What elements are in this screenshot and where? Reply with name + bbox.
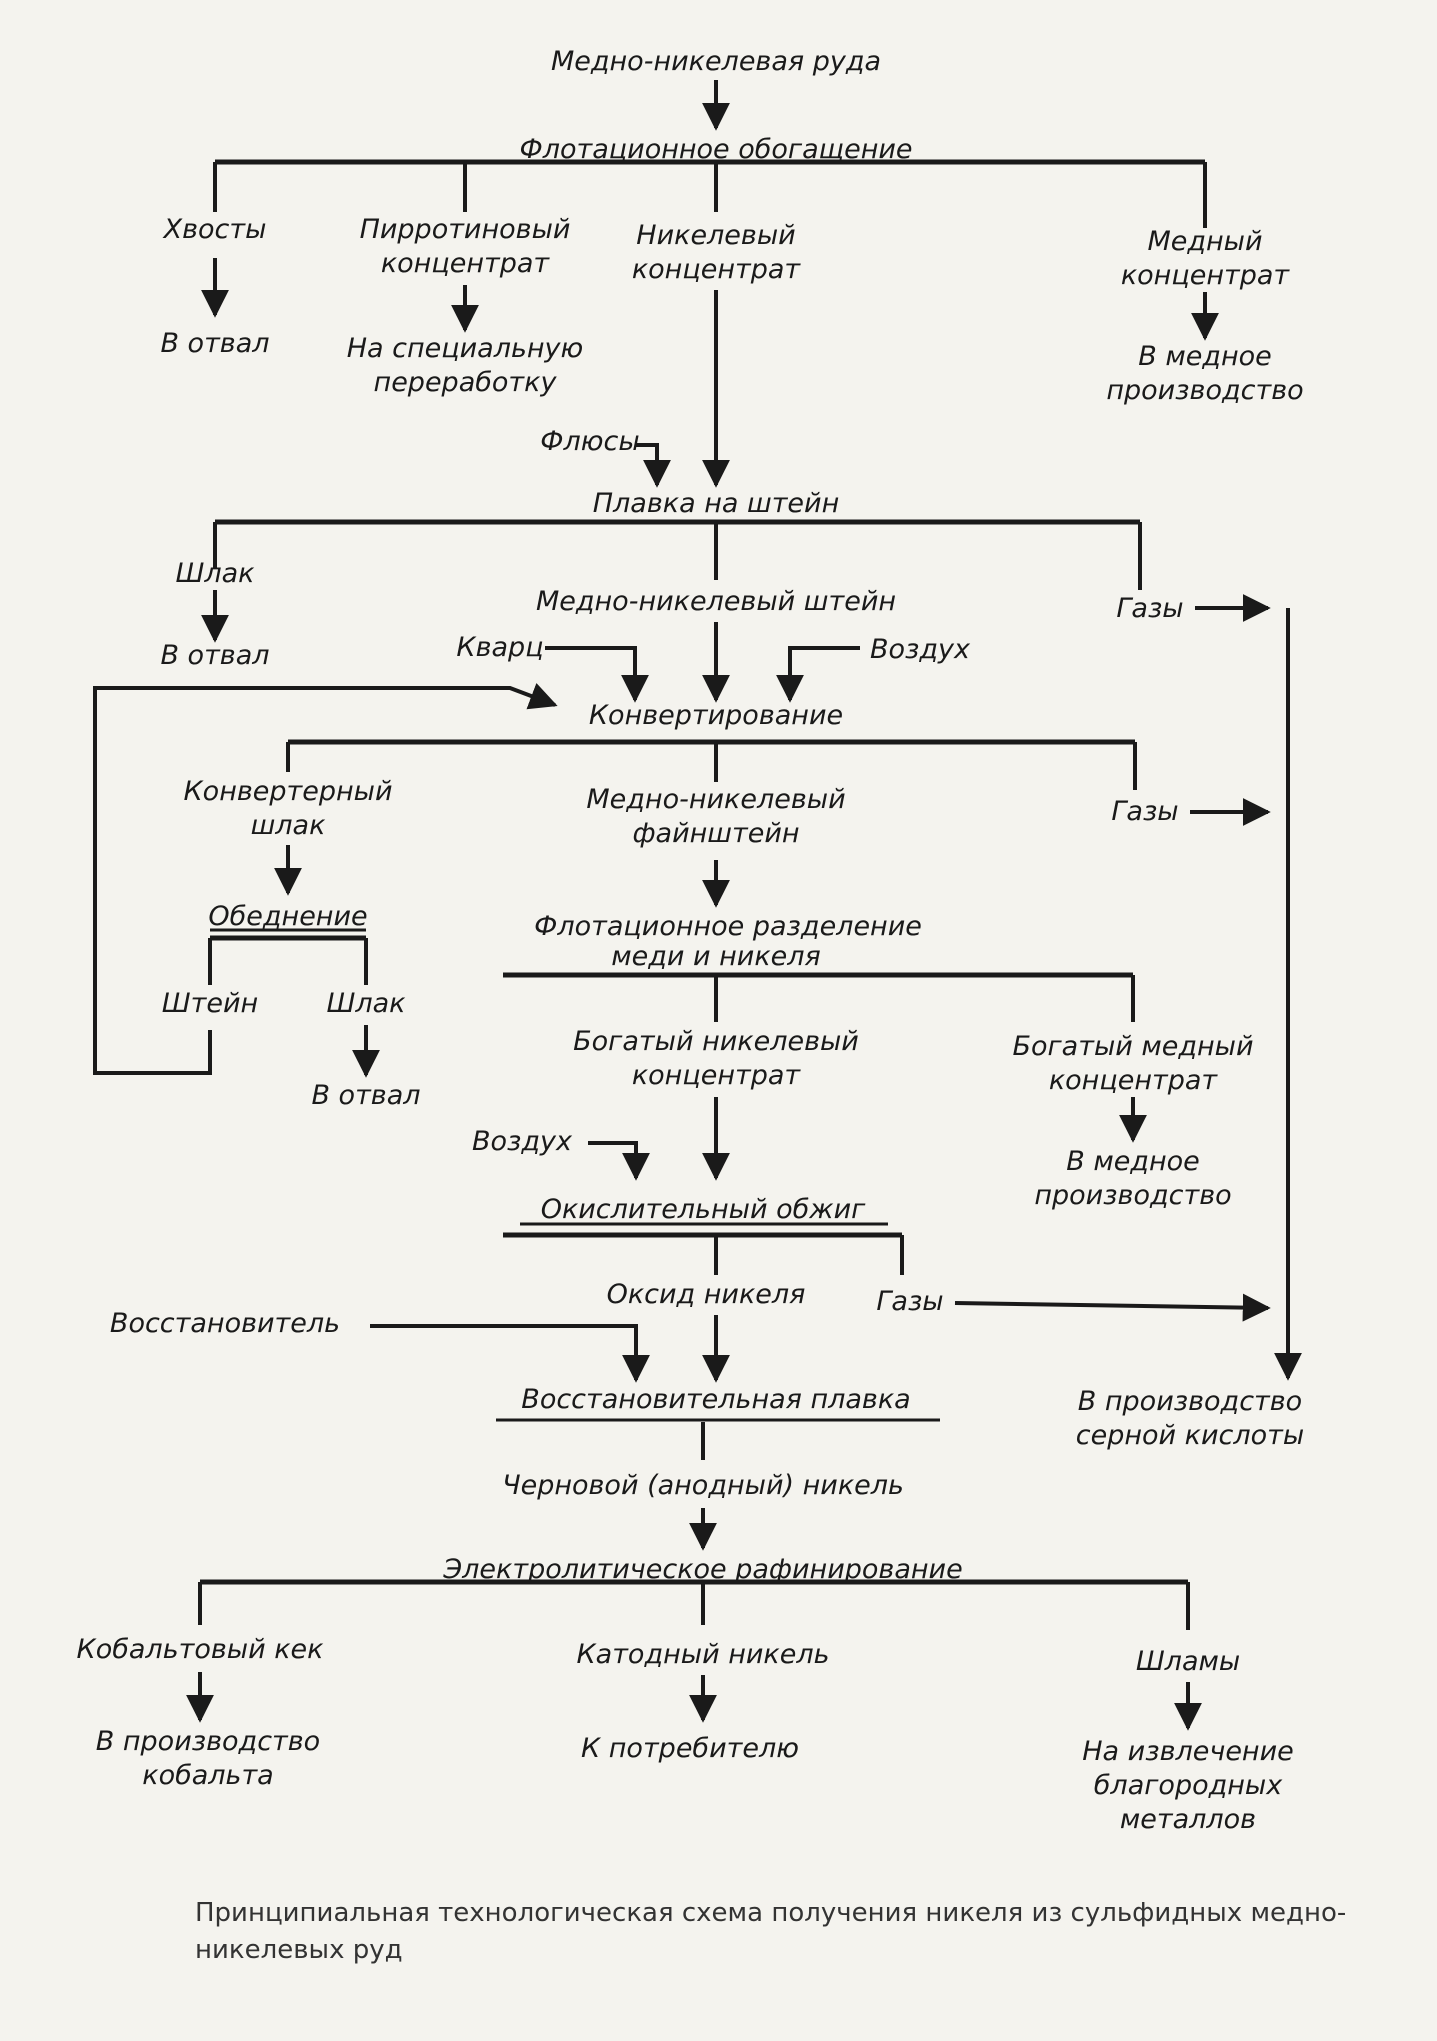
node-cobalt-prod-1: В производство: [96, 1726, 320, 1757]
node-fine-matte-1: Медно-никелевый: [586, 784, 845, 815]
node-copper-conc-2: концентрат: [1121, 260, 1291, 291]
node-oxidizing-roast: Окислительный обжиг: [541, 1194, 866, 1225]
node-quartz: Кварц: [456, 632, 543, 663]
node-separation-1: Флотационное разделение: [534, 911, 922, 942]
node-copper-prod-1a: В медное: [1138, 341, 1272, 372]
node-copper-conc-1: Медный: [1147, 226, 1262, 257]
node-rich-cu-2: концентрат: [1049, 1065, 1219, 1096]
node-fine-matte-2: файнштейн: [632, 818, 799, 849]
node-reduction-smelting: Восстановительная плавка: [521, 1384, 910, 1415]
node-gases-1: Газы: [1116, 593, 1183, 624]
node-depletion: Обеднение: [208, 901, 367, 932]
node-rich-ni-2: концентрат: [632, 1060, 802, 1091]
connectors: [93, 80, 1302, 1731]
node-air-2: Воздух: [472, 1126, 573, 1157]
node-fluxes: Флюсы: [540, 426, 639, 457]
node-sulfuric-acid-2: серной кислоты: [1076, 1420, 1304, 1451]
node-copper-prod-1b: производство: [1106, 375, 1303, 406]
node-crude-nickel: Черновой (анодный) никель: [502, 1470, 904, 1501]
node-nickel-conc-2: концентрат: [632, 254, 802, 285]
node-tails: Хвосты: [162, 214, 267, 245]
node-conv-slag-2: шлак: [251, 810, 327, 841]
node-reductant: Восстановитель: [110, 1308, 340, 1339]
edge-air2-roast: [588, 1141, 650, 1181]
edge-quartz-converting: [545, 646, 649, 703]
node-conv-slag-1: Конвертерный: [184, 776, 393, 807]
node-precious-2: благородных: [1094, 1770, 1283, 1801]
figure-caption: Принципиальная технологическая схема пол…: [195, 1898, 1347, 1965]
node-separation-2: меди и никеля: [611, 941, 821, 972]
node-air-1: Воздух: [870, 634, 971, 665]
node-slag-2-dump: В отвал: [311, 1080, 420, 1111]
node-cu-ni-matte: Медно-никелевый штейн: [536, 586, 896, 617]
node-special-1: На специальную: [347, 333, 584, 364]
node-slimes: Шламы: [1136, 1646, 1240, 1677]
node-copper-prod-2a: В медное: [1066, 1146, 1200, 1177]
edge-air-converting: [776, 646, 860, 703]
node-flotation: Флотационное обогащение: [519, 134, 912, 165]
node-rich-ni-1: Богатый никелевый: [573, 1026, 859, 1057]
node-electrorefining: Электролитическое рафинирование: [442, 1554, 962, 1585]
node-gases-3: Газы: [876, 1286, 943, 1317]
node-nickel-conc-1: Никелевый: [636, 220, 795, 251]
node-rich-cu-1: Богатый медный: [1012, 1031, 1253, 1062]
node-slag: Шлак: [176, 558, 256, 589]
node-gases-2: Газы: [1111, 796, 1178, 827]
edge-gases3-collector: [954, 1293, 1271, 1322]
edge-matte-return-loop: [93, 682, 558, 1075]
node-sulfuric-acid-1: В производство: [1078, 1386, 1302, 1417]
node-precious-1: На извлечение: [1082, 1736, 1294, 1767]
node-special-2: переработку: [374, 367, 558, 398]
node-cathode-nickel: Катодный никель: [576, 1639, 829, 1670]
node-pyrrhotite-1: Пирротиновый: [360, 214, 571, 245]
edge-fluxes-smelting: [635, 443, 671, 488]
node-slag-2: Шлак: [327, 988, 407, 1019]
node-converting: Конвертирование: [589, 700, 843, 731]
node-slag-dump: В отвал: [160, 640, 269, 671]
node-tails-dump: В отвал: [160, 328, 269, 359]
node-matte-2: Штейн: [162, 988, 258, 1019]
node-nickel-oxide: Оксид никеля: [607, 1279, 806, 1310]
node-to-consumer: К потребителю: [581, 1733, 799, 1764]
node-ore: Медно-никелевая руда: [551, 46, 881, 77]
edge-reductant-reduction: [370, 1324, 650, 1383]
node-matte-smelting: Плавка на штейн: [593, 488, 839, 519]
node-cobalt-cake: Кобальтовый кек: [77, 1634, 325, 1665]
nodes: Медно-никелевая руда Флотационное обогащ…: [77, 46, 1305, 1835]
node-cobalt-prod-2: кобальта: [142, 1760, 273, 1791]
node-pyrrhotite-2: концентрат: [381, 248, 551, 279]
node-precious-3: металлов: [1120, 1804, 1256, 1835]
node-copper-prod-2b: производство: [1034, 1180, 1231, 1211]
